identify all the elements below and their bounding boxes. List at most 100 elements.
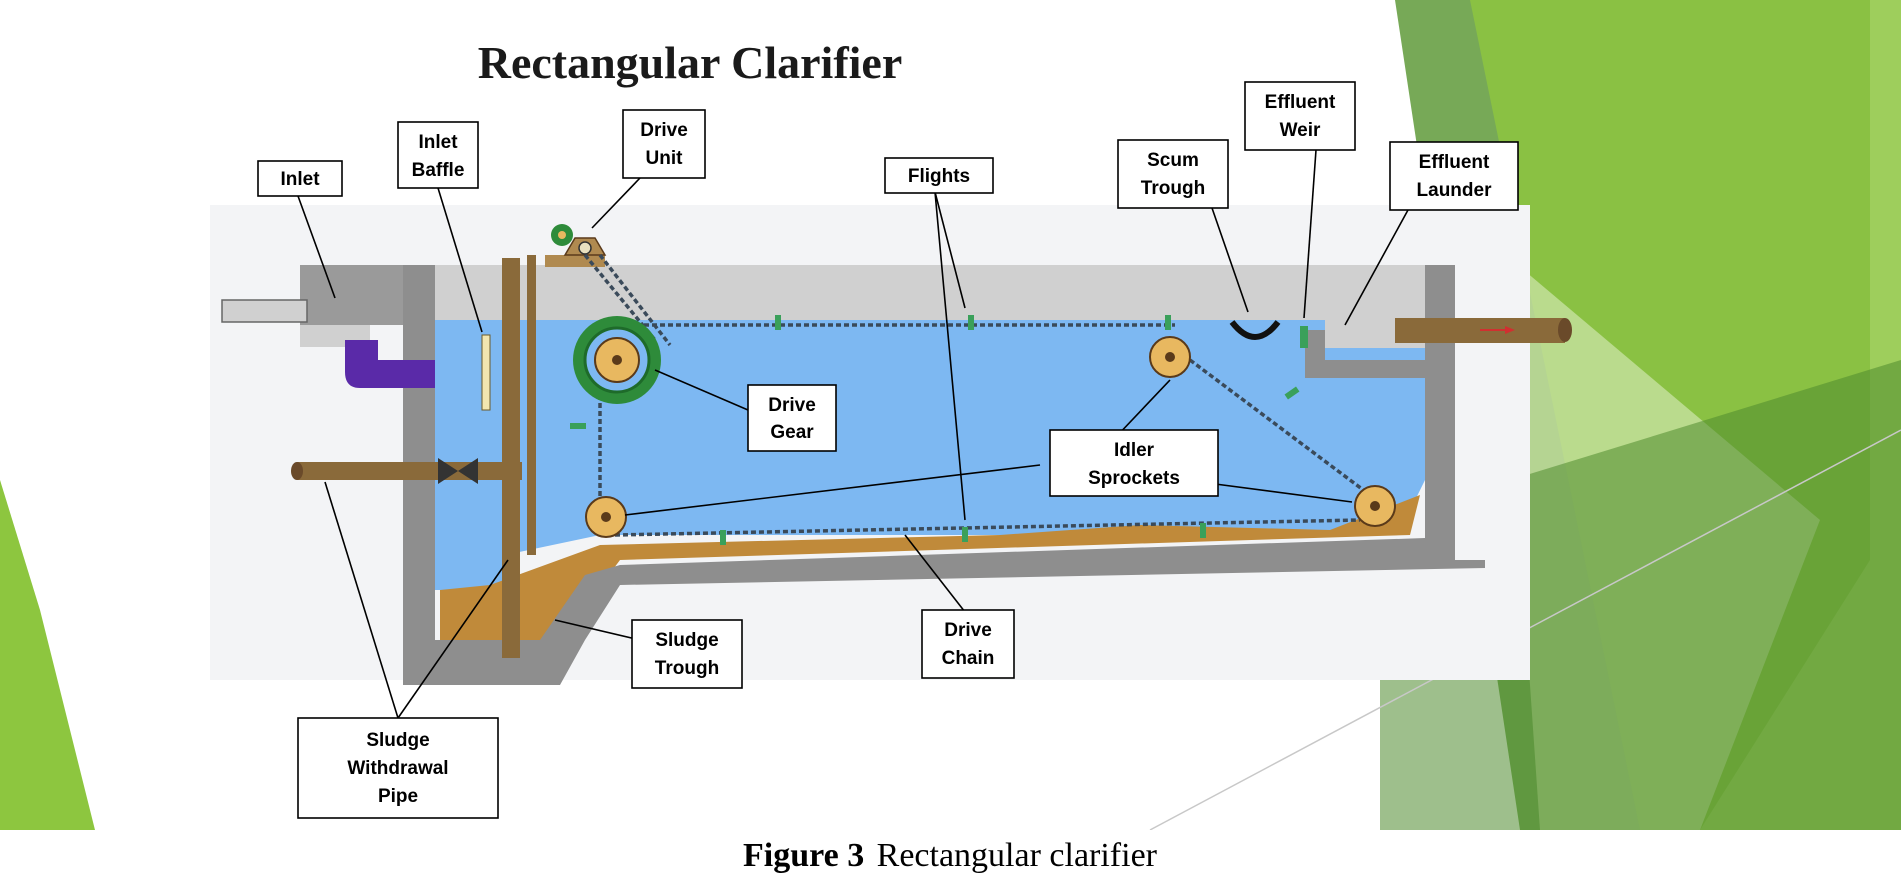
drive-chain-upper-b <box>598 253 672 347</box>
label-text: Drive <box>768 395 816 416</box>
flow-arrow-icon <box>1505 326 1515 334</box>
label-inlet-baffle: Inlet Baffle <box>397 121 479 189</box>
label-text: Idler <box>1114 440 1155 461</box>
inlet-box <box>300 265 403 325</box>
label-text: Trough <box>1141 178 1205 199</box>
caption-band <box>0 830 1901 875</box>
sprocket-hub <box>1165 352 1175 362</box>
leader-drive-chain <box>904 534 966 613</box>
label-drive-chain: Drive Chain <box>921 609 1015 679</box>
label-box <box>397 121 479 189</box>
sludge-withdrawal-pipe <box>502 258 520 658</box>
label-box <box>1117 139 1229 209</box>
drive-unit-base <box>545 255 605 267</box>
flight <box>962 527 968 542</box>
label-sludge-withdrawal-pipe: Sludge Withdrawal Pipe <box>297 717 499 819</box>
label-text: Withdrawal <box>347 758 448 779</box>
label-text: Sludge <box>366 730 429 751</box>
label-box <box>921 609 1015 679</box>
label-text: Baffle <box>412 160 465 181</box>
label-text: Sludge <box>655 630 718 651</box>
label-box <box>622 109 706 179</box>
idler-sprocket-top-right <box>1149 336 1191 378</box>
label-text: Flights <box>908 166 970 187</box>
valve <box>438 458 458 484</box>
flight <box>775 315 781 330</box>
left-wall <box>403 265 1485 685</box>
label-text: Sprockets <box>1088 468 1180 489</box>
launder-wall <box>1305 330 1425 378</box>
label-scum-trough: Scum Trough <box>1117 139 1229 209</box>
label-box <box>297 717 499 819</box>
caption-figure-label: Figure 3 <box>743 837 864 874</box>
inlet-purple-pipe <box>345 340 435 388</box>
label-box <box>1244 81 1356 151</box>
label-text: Effluent <box>1419 152 1490 173</box>
leader-scum-trough <box>1211 207 1249 313</box>
leader-drive-gear <box>654 369 749 411</box>
sludge-horizontal-pipe <box>297 462 522 480</box>
label-box <box>1049 429 1219 497</box>
bg-shape-left <box>0 480 95 830</box>
leader-effluent-launder <box>1344 209 1409 326</box>
label-text: Weir <box>1280 120 1321 141</box>
bg-shape-right-deep <box>1380 360 1901 830</box>
label-sludge-trough: Sludge Trough <box>631 619 743 689</box>
leader-flights-2 <box>934 191 966 521</box>
caption-text: Rectangular clarifier <box>877 837 1158 874</box>
label-text: Drive <box>944 620 992 641</box>
flight <box>1165 315 1171 330</box>
leader-inlet <box>297 195 336 299</box>
label-text: Effluent <box>1265 92 1336 113</box>
label-text: Unit <box>646 148 684 169</box>
drive-gear <box>573 316 661 404</box>
label-box <box>1389 141 1519 211</box>
valve-b <box>458 458 478 484</box>
clarifier-tank <box>221 224 1572 685</box>
scum-trough-shape <box>1229 320 1281 340</box>
leader-flights-1 <box>934 191 966 309</box>
leader-drive-unit <box>591 177 641 229</box>
drive-chain-right <box>1188 358 1372 497</box>
inlet-pipe <box>221 299 308 323</box>
leader-sludge-trough <box>554 619 641 641</box>
sludge-pipe-end <box>291 462 303 480</box>
label-text: Drive <box>640 120 688 141</box>
leader-inlet-baffle <box>437 187 483 333</box>
flight <box>968 315 974 330</box>
drive-motor-hub <box>558 231 566 239</box>
label-text: Scum <box>1147 150 1199 171</box>
drive-chain-bottom <box>614 518 1361 537</box>
label-text: Launder <box>1417 180 1493 201</box>
flight <box>1284 386 1300 400</box>
leader-sludge-pipe-1 <box>324 481 399 719</box>
label-text: Chain <box>942 648 995 669</box>
sprocket-hub <box>1370 501 1380 511</box>
leader-idler-3 <box>1199 481 1353 503</box>
label-idler-sprockets: Idler Sprockets <box>1049 429 1219 497</box>
label-box <box>884 157 994 194</box>
label-box <box>747 384 837 452</box>
sprocket-hub <box>601 512 611 522</box>
label-flights: Flights <box>884 157 994 194</box>
label-text: Inlet <box>280 169 320 190</box>
flight <box>720 530 726 545</box>
leader-sludge-pipe-2 <box>397 559 509 719</box>
label-box <box>631 619 743 689</box>
flight <box>1200 523 1206 538</box>
label-effluent-launder: Effluent Launder <box>1389 141 1519 211</box>
label-text: Pipe <box>378 786 418 807</box>
label-drive-gear: Drive Gear <box>747 384 837 452</box>
drive-gear-hub <box>612 355 622 365</box>
sludge-layer <box>440 495 1420 645</box>
label-box <box>257 160 343 197</box>
label-effluent-weir: Effluent Weir <box>1244 81 1356 151</box>
idler-sprocket-bottom-left <box>585 496 627 538</box>
drive-unit-wheel <box>578 241 592 255</box>
flight <box>570 423 586 429</box>
inlet-baffle <box>481 334 491 411</box>
top-cover <box>402 265 1427 320</box>
diagram-title: Rectangular Clarifier <box>478 37 903 88</box>
label-text: Inlet <box>418 132 458 153</box>
